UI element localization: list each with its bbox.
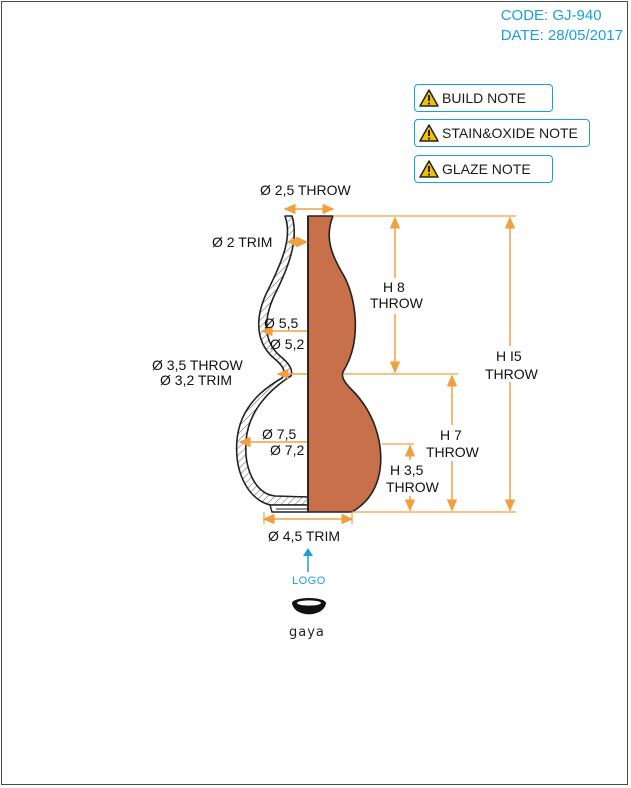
stain-oxide-note-label: STAIN&OXIDE NOTE (442, 125, 578, 141)
logo-pointer-arrow (303, 548, 313, 556)
h8-sub-label: THROW (370, 295, 424, 311)
code-label: CODE: GJ-940 (500, 7, 602, 24)
vase-section-wall (235, 215, 309, 506)
date-label: DATE: 28/05/2017 (500, 27, 623, 44)
top-diameter-label: Ø 2,5 THROW (260, 182, 352, 198)
h7-label: H 7 (440, 427, 462, 443)
build-note-label: BUILD NOTE (442, 90, 527, 106)
h35-label: H 3,5 (390, 462, 424, 478)
h8-label: H 8 (383, 279, 405, 295)
brand-name: gaya (289, 625, 325, 640)
h35-label-bg (384, 460, 438, 496)
warning-icon (419, 160, 439, 178)
warning-icon (419, 89, 439, 107)
neck-diameter-label: Ø 2 TRIM (212, 234, 272, 250)
h15-label: H I5 (496, 348, 522, 364)
glaze-note-label: GLAZE NOTE (442, 161, 531, 177)
warning-icon (419, 124, 439, 142)
gaya-logo: gaya (289, 598, 326, 640)
lower-outer-label: Ø 7,5 (262, 426, 296, 442)
height-extension-lines (333, 215, 516, 513)
vase-profile-solid (307, 215, 382, 513)
h8-label-bg (366, 278, 424, 314)
waist-inner-label: Ø 3,2 TRIM (160, 372, 232, 388)
build-note-button[interactable]: BUILD NOTE (414, 84, 553, 112)
logo-caption: LOGO (292, 575, 326, 587)
stain-oxide-note-button[interactable]: STAIN&OXIDE NOTE (414, 119, 590, 147)
drawing-info: CODE: GJ-940 DATE: 28/05/2017 (501, 6, 623, 46)
h15-sub-label: THROW (485, 366, 539, 382)
waist-outer-label: Ø 3,5 THROW (152, 357, 244, 373)
h7-label-bg (424, 425, 480, 461)
upper-inner-label: Ø 5,2 (270, 336, 304, 352)
h35-sub-label: THROW (386, 479, 440, 495)
lower-inner-label: Ø 7,2 (270, 442, 304, 458)
glaze-note-button[interactable]: GLAZE NOTE (414, 155, 553, 183)
h7-sub-label: THROW (426, 444, 480, 460)
base-diameter-label: Ø 4,5 TRIM (268, 528, 340, 544)
h15-label-bg (482, 346, 538, 382)
upper-outer-label: Ø 5,5 (264, 315, 298, 331)
